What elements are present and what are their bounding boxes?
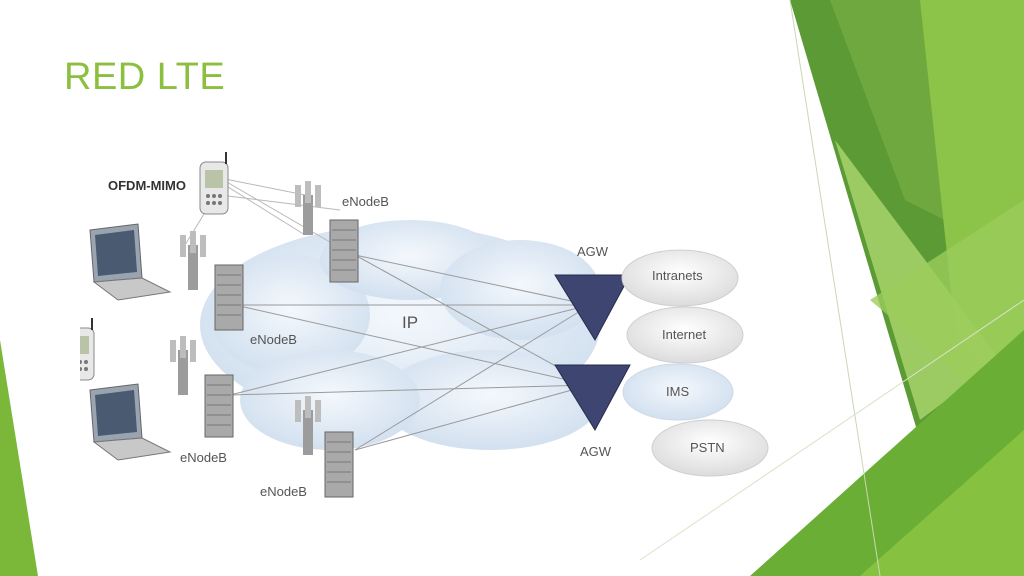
enodeb-label: eNodeB xyxy=(180,450,227,465)
network-cloud-intranets xyxy=(621,249,739,307)
lte-network-diagram: OFDM-MIMO eNodeB eNodeB eNodeB eNodeB IP… xyxy=(80,152,769,499)
agw-label: AGW xyxy=(577,244,609,259)
left-green-sliver xyxy=(0,340,38,576)
deco-line xyxy=(639,299,1024,561)
agw-gateway-icon xyxy=(554,274,631,342)
network-label-internet: Internet xyxy=(662,327,706,342)
ofdm-mimo-label: OFDM-MIMO xyxy=(108,178,186,193)
agw-label: AGW xyxy=(580,444,612,459)
bottom-green-triangle-light xyxy=(860,430,1024,576)
network-label-ims: IMS xyxy=(666,384,689,399)
laptop-icon xyxy=(89,383,172,461)
network-cloud-pstn xyxy=(651,419,769,477)
deco-line xyxy=(789,0,881,576)
ip-label: IP xyxy=(402,313,418,332)
slide-title: RED LTE xyxy=(64,56,226,98)
enodeb-label: eNodeB xyxy=(260,484,307,499)
enodeb-label: eNodeB xyxy=(342,194,389,209)
ip-cloud xyxy=(200,220,600,450)
enodeb-node-top xyxy=(295,181,359,283)
enodeb-label: eNodeB xyxy=(250,332,297,347)
enodeb-node-bottom xyxy=(295,396,354,498)
backhaul-links xyxy=(229,254,591,451)
network-cloud-internet xyxy=(626,306,744,364)
network-cloud-ims xyxy=(622,363,734,421)
enodeb-node-left-lower xyxy=(170,336,234,438)
laptop-icon xyxy=(89,223,172,301)
network-label-intranets: Intranets xyxy=(652,268,703,283)
smartphone-icon xyxy=(199,152,229,215)
enodeb-node-left-upper xyxy=(180,231,244,331)
network-label-pstn: PSTN xyxy=(690,440,725,455)
smartphone-icon xyxy=(80,318,95,381)
agw-gateway-icon xyxy=(554,364,631,432)
